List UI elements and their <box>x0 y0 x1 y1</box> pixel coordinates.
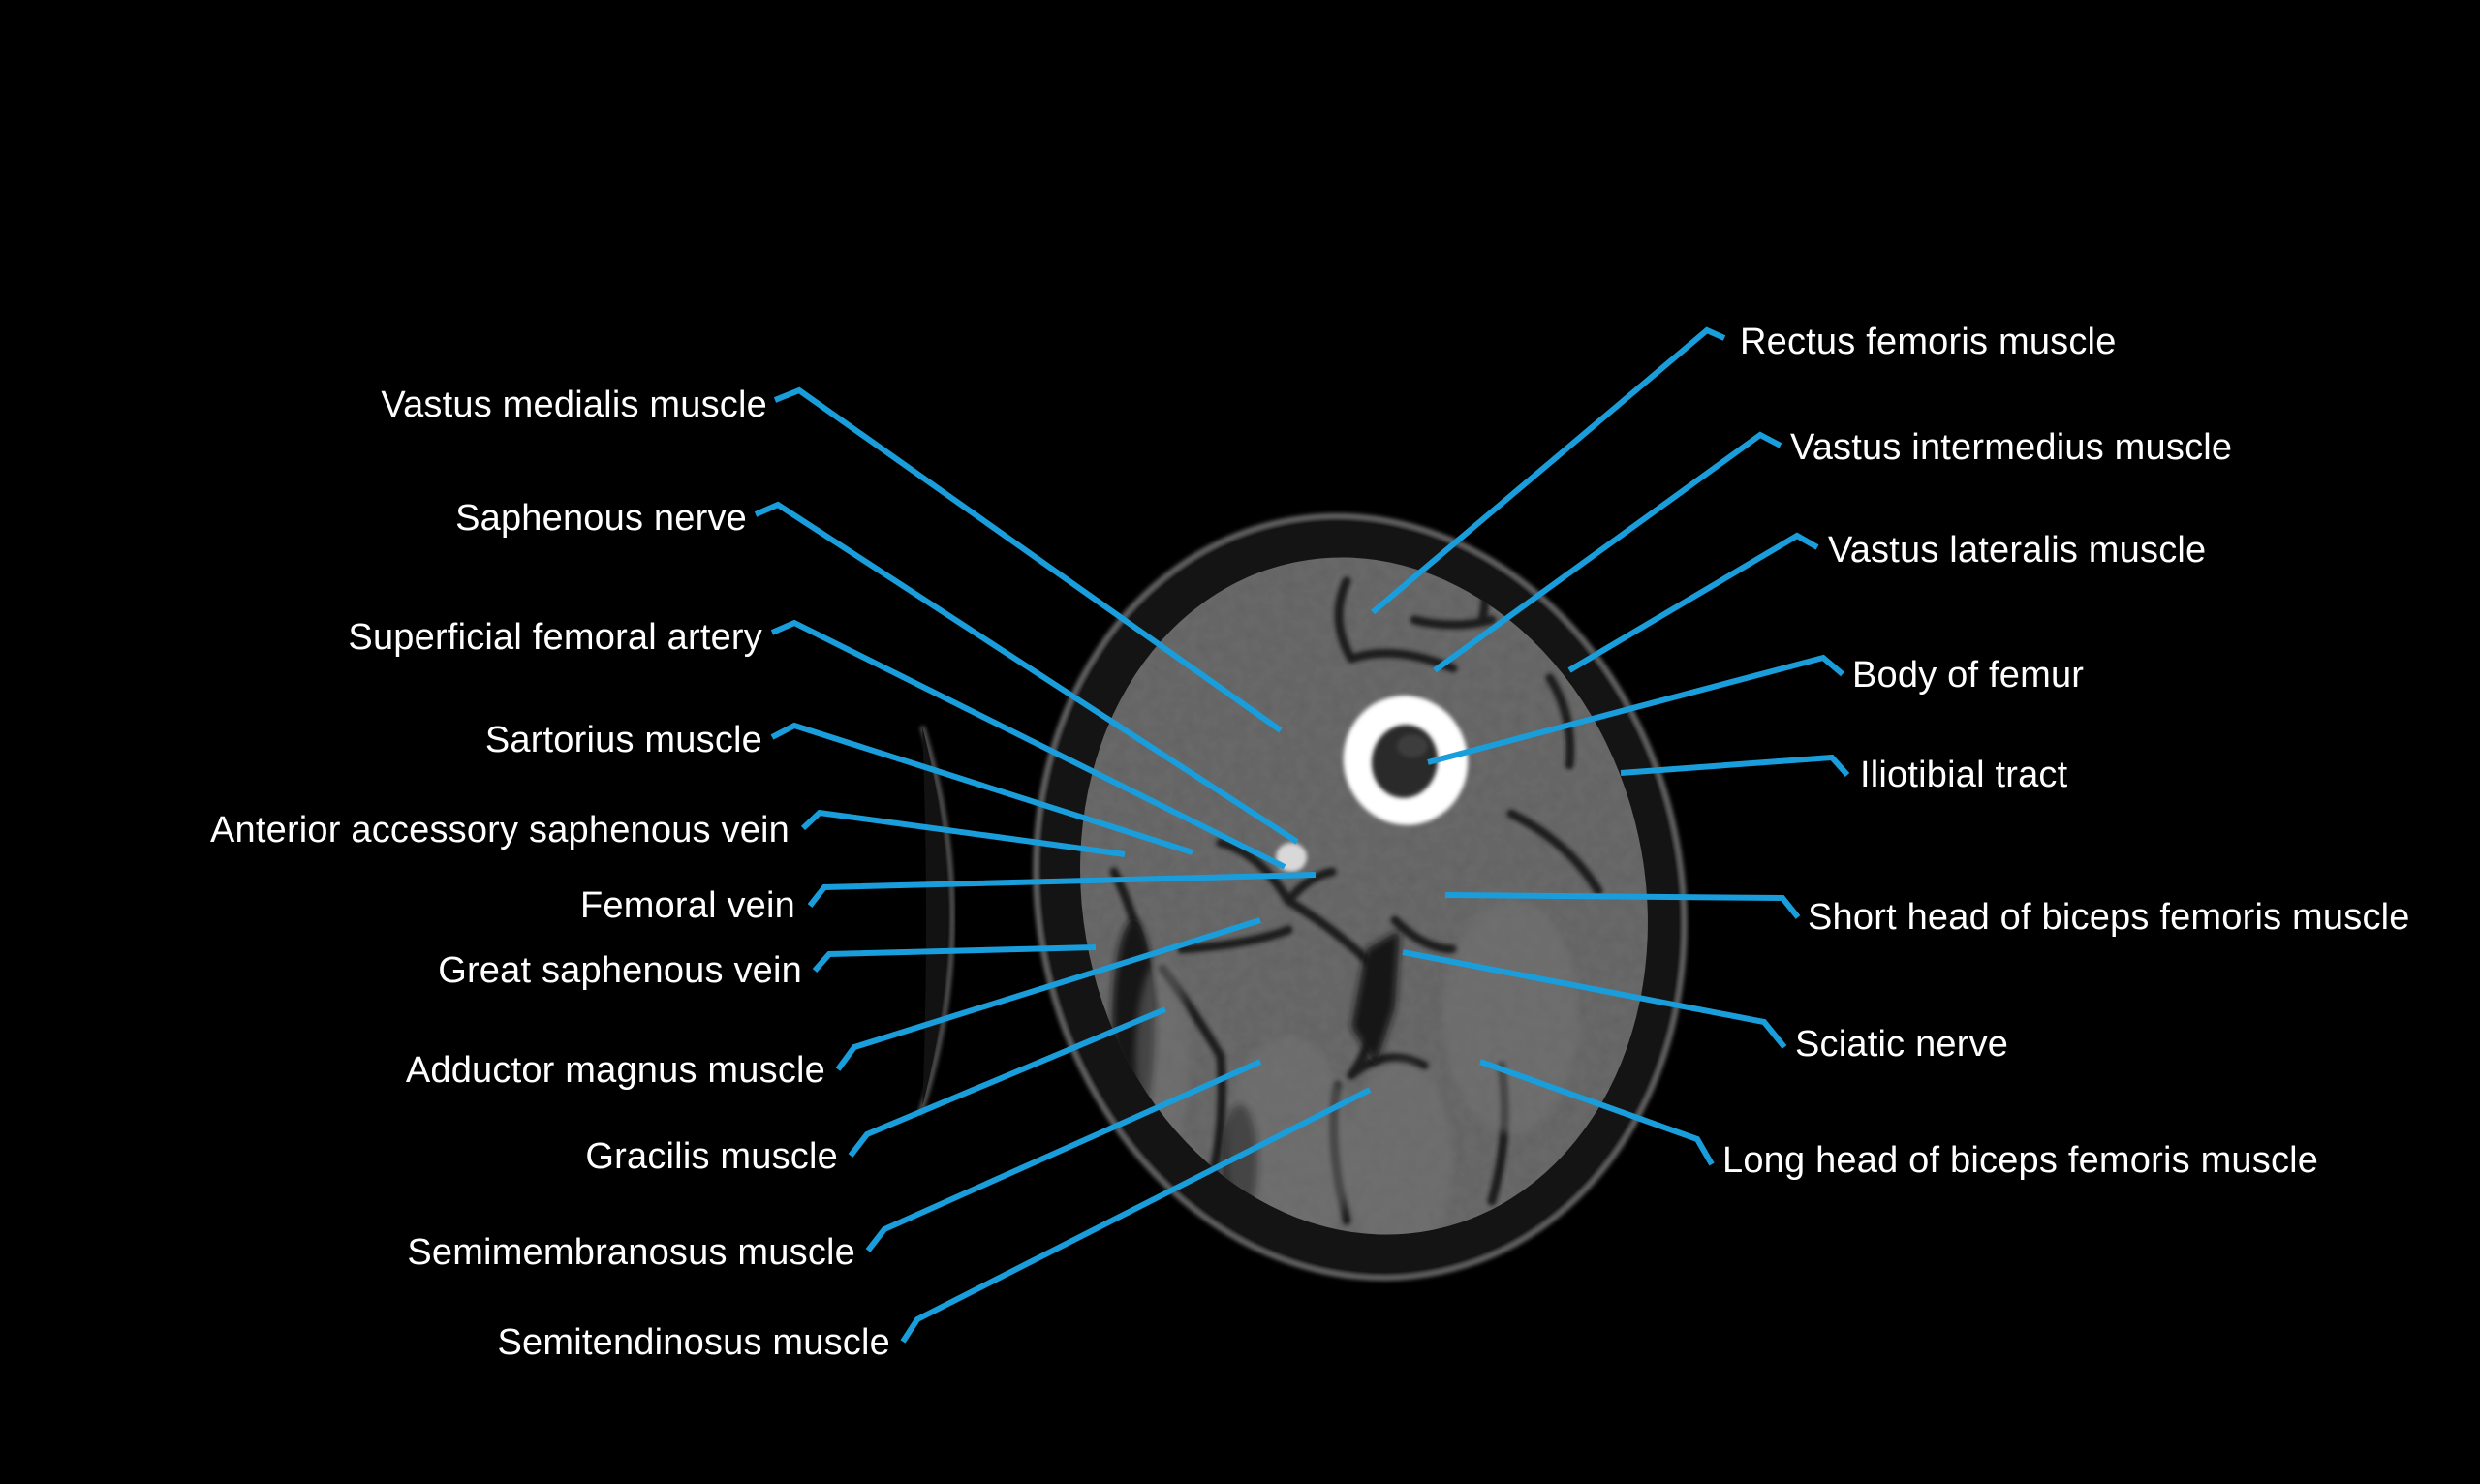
label-vastus-medialis-muscle: Vastus medialis muscle <box>381 385 767 425</box>
leader-line-gracilis-muscle <box>848 1006 1167 1158</box>
femur <box>1343 696 1469 825</box>
label-short-head-of-biceps-femoris-muscle: Short head of biceps femoris muscle <box>1808 897 2410 938</box>
leader-line-vastus-medialis-muscle <box>773 386 1283 733</box>
leader-line-vastus-lateralis-muscle <box>1567 532 1819 673</box>
label-gracilis-muscle: Gracilis muscle <box>585 1136 838 1177</box>
leader-line-iliotibial-tract <box>1620 754 1850 777</box>
contralateral-thigh-edge <box>917 726 955 1115</box>
leader-line-adductor-magnus-muscle <box>835 917 1261 1071</box>
leader-line-anterior-accessory-saphenous-vein <box>800 809 1126 857</box>
leader-line-saphenous-nerve <box>754 501 1299 845</box>
leader-line-great-saphenous-vein <box>812 944 1097 973</box>
label-great-saphenous-vein: Great saphenous vein <box>438 950 802 991</box>
label-iliotibial-tract: Iliotibial tract <box>1860 755 2068 795</box>
leader-line-rectus-femoris-muscle <box>1371 326 1726 615</box>
leader-line-vastus-intermedius-muscle <box>1433 431 1782 673</box>
leader-line-femoral-vein <box>807 872 1317 908</box>
label-semitendinosus-muscle: Semitendinosus muscle <box>497 1322 890 1363</box>
label-semimembranosus-muscle: Semimembranosus muscle <box>407 1232 855 1273</box>
label-long-head-of-biceps-femoris-muscle: Long head of biceps femoris muscle <box>1722 1140 2319 1181</box>
leader-line-long-head-of-biceps-femoris-muscle <box>1478 1059 1715 1166</box>
label-vastus-lateralis-muscle: Vastus lateralis muscle <box>1828 530 2207 571</box>
label-superficial-femoral-artery: Superficial femoral artery <box>348 617 762 658</box>
leader-lines <box>754 326 1850 1344</box>
label-rectus-femoris-muscle: Rectus femoris muscle <box>1740 322 2117 362</box>
label-adductor-magnus-muscle: Adductor magnus muscle <box>405 1050 825 1091</box>
label-vastus-intermedius-muscle: Vastus intermedius muscle <box>1790 427 2233 468</box>
leader-line-sartorius-muscle <box>770 722 1194 855</box>
leader-line-short-head-of-biceps-femoris-muscle <box>1444 892 1801 919</box>
label-sciatic-nerve: Sciatic nerve <box>1795 1024 2009 1065</box>
label-body-of-femur: Body of femur <box>1852 655 2085 696</box>
leader-line-sciatic-nerve <box>1402 949 1787 1049</box>
leader-line-body-of-femur <box>1427 654 1844 765</box>
label-anterior-accessory-saphenous-vein: Anterior accessory saphenous vein <box>209 810 790 850</box>
label-saphenous-nerve: Saphenous nerve <box>455 498 747 539</box>
leader-line-superficial-femoral-artery <box>770 619 1286 870</box>
leader-line-semimembranosus-muscle <box>865 1059 1262 1252</box>
label-femoral-vein: Femoral vein <box>579 885 795 926</box>
leader-line-semitendinosus-muscle <box>900 1087 1372 1344</box>
label-sartorius-muscle: Sartorius muscle <box>484 720 762 760</box>
